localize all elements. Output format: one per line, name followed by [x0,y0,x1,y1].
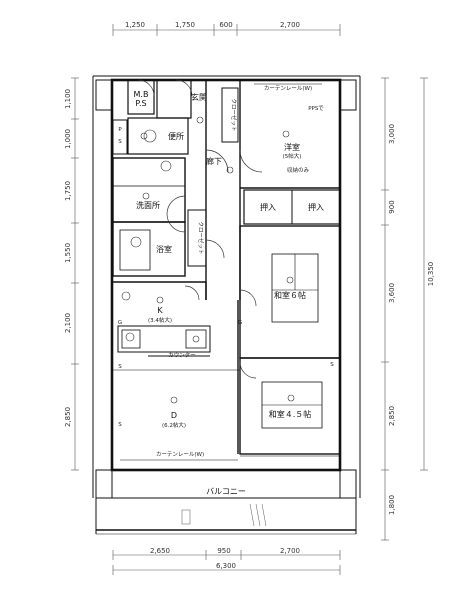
room-label-entrance: 玄関 [191,92,207,102]
dim-top-3: 600 [219,21,232,29]
room-label-oshiire-2: 押入 [308,202,324,212]
dim-right-2: 900 [388,200,396,213]
dim-right-4: 2,850 [388,406,396,426]
dim-left-4: 1,550 [64,243,72,263]
walls [92,75,361,535]
dim-bottom-1: 2,650 [150,547,170,555]
dimension-lines [71,24,428,575]
ps-label-s: S [118,139,122,145]
room-size-western: (5帖大) [283,152,302,160]
room-label-washitsu-6: 和室６帖 [274,290,306,300]
outlet-g-2: G [238,320,242,326]
counter-label: カウンター [168,351,196,359]
dim-top-4: 2,700 [280,21,300,29]
outlet-s-1: S [118,364,122,370]
room-label-bath: 浴室 [156,244,172,254]
room-label-oshiire-1: 押入 [260,202,276,212]
storage-note: 収納のみ [287,166,310,174]
dim-right-5: 1,800 [388,495,396,515]
dim-bottom-total: 6,300 [216,562,236,570]
room-label-dining: D [171,411,177,420]
room-label-toilet: 便所 [168,131,184,141]
dim-bottom-3: 2,700 [280,547,300,555]
room-label-washitsu-45: 和室４.５帖 [269,409,312,419]
dim-bottom-2: 950 [217,547,230,555]
dim-right-1: 3,000 [388,124,396,144]
dim-left-2: 1,000 [64,129,72,149]
dim-top-1: 1,250 [125,21,145,29]
balcony-rail-hatch [181,503,267,527]
curtain-rail-top: カーテンレール(W) [264,85,312,92]
room-label-ps: P.S [135,99,146,108]
fixtures [121,116,295,404]
dim-left-6: 2,850 [64,407,72,427]
ps-label-p: P [118,127,122,133]
dim-left-1: 1,100 [64,89,72,109]
dim-right-3: 3,600 [388,283,396,303]
room-label-balcony: バルコニー [206,487,246,496]
dim-right-total: 10,350 [427,262,435,287]
pipe-space-note: PPSで [308,105,324,112]
dim-top-2: 1,750 [175,21,195,29]
room-size-dining: (6.2帖大) [162,421,186,429]
room-label-mb: M.B [134,90,149,99]
dim-left-3: 1,750 [64,181,72,201]
closet-label-2: クローゼット [197,221,205,254]
room-size-kitchen: (3.4帖大) [148,316,172,324]
room-label-hall: 廊下 [206,156,222,166]
room-label-washroom: 洗面所 [136,200,160,210]
room-label-western: 洋室 [284,142,300,152]
outlet-g-1: G [118,320,122,326]
door-swings [137,79,263,379]
curtain-rail-bottom: カーテンレール(W) [156,451,204,458]
room-label-kitchen: K [157,306,163,315]
dim-left-5: 2,100 [64,313,72,333]
outlet-s-2: S [118,422,122,428]
outlet-s-3: S [330,362,334,368]
closet-label-1: クローゼット [230,98,238,131]
